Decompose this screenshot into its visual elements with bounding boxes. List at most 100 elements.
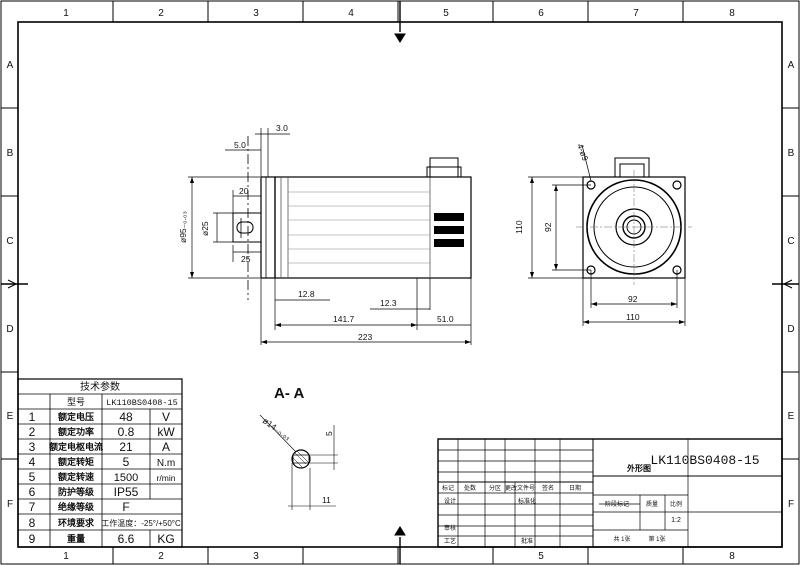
row-label: C bbox=[6, 236, 13, 247]
param-value: 48 bbox=[119, 410, 133, 424]
param-label: 额定电枢电流 bbox=[49, 441, 103, 452]
tb-label: 分区 bbox=[489, 484, 501, 492]
col-label: 5 bbox=[538, 551, 544, 562]
section-label: A- A bbox=[274, 385, 304, 402]
tb-label: 审核 bbox=[444, 524, 456, 532]
param-unit: r/min bbox=[157, 473, 176, 483]
dim-92-vertical: 92 bbox=[543, 222, 553, 232]
param-unit: V bbox=[162, 410, 170, 424]
dim-12-3: 12.3 bbox=[380, 298, 397, 308]
param-label: 型号 bbox=[67, 397, 85, 407]
row-label: E bbox=[788, 411, 795, 422]
row-label: B bbox=[7, 148, 14, 159]
tb-label: 工艺 bbox=[444, 537, 456, 545]
param-no: 9 bbox=[29, 532, 36, 546]
dim-141-7: 141.7 bbox=[333, 314, 355, 324]
row-label: A bbox=[788, 60, 795, 71]
col-label: 5 bbox=[443, 8, 449, 19]
param-label: 额定功率 bbox=[58, 426, 94, 437]
tb-label: 阶段标记 bbox=[605, 500, 629, 508]
col-label: 7 bbox=[633, 8, 639, 19]
tb-label: 更改文件号 bbox=[505, 484, 535, 492]
tb-label: 第 1张 bbox=[648, 535, 665, 543]
dim-5-0: 5.0 bbox=[234, 140, 246, 150]
param-unit: KG bbox=[157, 532, 174, 546]
title-block-text: LK110BS0408-15 外形图 标记 处数 分区 更改文件号 签名 日期 … bbox=[442, 453, 760, 545]
param-label: 重量 bbox=[67, 533, 85, 544]
tb-label: 共 1张 bbox=[613, 535, 630, 543]
row-label: A bbox=[7, 60, 14, 71]
param-label: 额定转矩 bbox=[58, 456, 94, 467]
tb-label: 标准化 bbox=[518, 497, 536, 505]
col-label: 8 bbox=[729, 8, 735, 19]
dim-phi14: ø14₋₀.₀₃ bbox=[261, 415, 293, 442]
dim-3-0: 3.0 bbox=[276, 123, 288, 133]
row-label: B bbox=[788, 148, 795, 159]
param-no: 1 bbox=[29, 410, 36, 424]
param-no: 5 bbox=[29, 470, 36, 484]
dim-92-horizontal: 92 bbox=[628, 294, 638, 304]
dim-25-bottom: 25 bbox=[241, 254, 251, 264]
param-value: 21 bbox=[119, 440, 133, 454]
param-value: 5 bbox=[123, 455, 130, 469]
tb-label: 批准 bbox=[521, 537, 533, 545]
row-label: D bbox=[787, 324, 794, 335]
tb-label: 日期 bbox=[569, 484, 581, 492]
param-label: 防护等级 bbox=[58, 486, 95, 497]
zone-labels: 1 2 3 4 5 6 7 8 1 2 3 5 8 A B C D E F A … bbox=[6, 8, 794, 562]
params-title: 技术参数 bbox=[80, 380, 120, 393]
col-label: 3 bbox=[253, 551, 259, 562]
tb-label: 质量 bbox=[646, 500, 658, 508]
param-label: 额定转速 bbox=[58, 471, 94, 482]
motor-side-view bbox=[232, 136, 472, 300]
param-label: 绝缘等级 bbox=[58, 501, 95, 512]
param-label: 环境要求 bbox=[58, 517, 95, 528]
dim-hole-callout: 4-ø9 bbox=[575, 142, 590, 162]
param-value: 6.6 bbox=[118, 532, 135, 546]
param-value: F bbox=[122, 500, 129, 514]
col-label: 4 bbox=[348, 8, 354, 19]
col-label: 2 bbox=[158, 8, 164, 19]
tb-scale-value: 1:2 bbox=[671, 517, 681, 524]
params-table-text: 技术参数 型号 LK110BS0408-15 1 额定电压 48 V 2 额定功… bbox=[29, 380, 181, 546]
dim-phi95: ø95₋₀.₀₃ bbox=[178, 211, 188, 243]
row-label: E bbox=[7, 411, 14, 422]
col-label: 6 bbox=[538, 8, 544, 19]
dim-51-0: 51.0 bbox=[437, 314, 454, 324]
param-no: 3 bbox=[29, 440, 36, 454]
tb-model: LK110BS0408-15 bbox=[650, 453, 759, 468]
param-no: 8 bbox=[29, 516, 36, 530]
dim-5-section: 5 bbox=[324, 431, 334, 436]
param-no: 2 bbox=[29, 425, 36, 439]
dim-12-8: 12.8 bbox=[298, 289, 315, 299]
param-value: LK110BS0408-15 bbox=[106, 398, 177, 408]
param-unit: kW bbox=[157, 425, 175, 439]
param-no: 7 bbox=[29, 500, 36, 514]
col-label: 1 bbox=[63, 551, 69, 562]
section-a-a-view bbox=[259, 414, 338, 510]
param-value: IP55 bbox=[114, 485, 139, 499]
dim-223: 223 bbox=[358, 332, 372, 342]
param-label: 额定电压 bbox=[58, 411, 94, 422]
tb-label: 比例 bbox=[670, 500, 682, 508]
param-unit: N.m bbox=[157, 458, 175, 469]
tb-label: 处数 bbox=[464, 484, 476, 492]
col-label: 8 bbox=[729, 551, 735, 562]
col-label: 3 bbox=[253, 8, 259, 19]
param-value: 工作温度：-25°/+50°C bbox=[101, 518, 181, 528]
params-table bbox=[17, 378, 183, 548]
side-view-dimensions bbox=[188, 128, 472, 345]
section-dim-text: ø14₋₀.₀₃ 5 11 bbox=[261, 415, 334, 505]
col-label: 1 bbox=[63, 8, 69, 19]
row-label: F bbox=[788, 499, 794, 510]
param-no: 4 bbox=[29, 455, 36, 469]
row-label: D bbox=[6, 324, 13, 335]
front-view-dimensions bbox=[528, 144, 686, 326]
tb-drawing-name: 外形图 bbox=[627, 463, 651, 473]
param-no: 6 bbox=[29, 485, 36, 499]
dim-11: 11 bbox=[322, 495, 331, 505]
front-view-dim-text: 92 110 110 92 4-ø9 bbox=[514, 142, 640, 322]
col-label: 2 bbox=[158, 551, 164, 562]
